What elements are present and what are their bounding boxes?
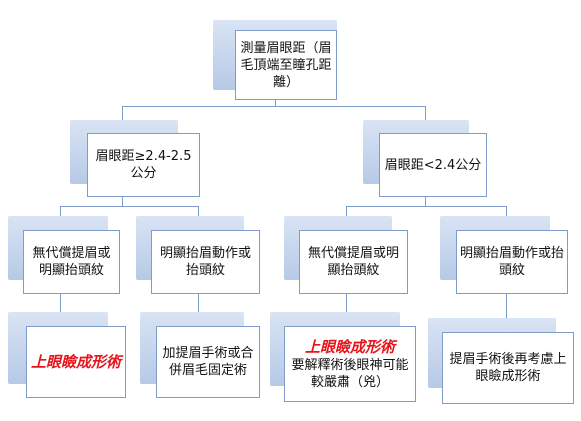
- level1-node-right-text: 眉眼距<2.4公分: [384, 157, 482, 173]
- level3-node-1-highlight: 上眼瞼成形術: [30, 352, 121, 371]
- level2-node-3-text: 無代償提眉或明顯抬頭紋: [307, 246, 399, 278]
- root-node: 測量眉眼距（眉毛頂端至瞳孔距離）: [213, 20, 337, 100]
- level2-node-2: 明顯抬眉動作或抬頭紋: [136, 216, 260, 294]
- level3-node-2: 加提眉手術或合併眉毛固定術: [140, 312, 260, 398]
- level3-node-4-text: 提眉手術後再考慮上眼瞼成形術: [449, 352, 567, 384]
- root-node-text: 測量眉眼距（眉毛頂端至瞳孔距離）: [240, 40, 332, 90]
- level3-node-2-text: 加提眉手術或合併眉毛固定術: [162, 346, 254, 378]
- level2-node-2-text: 明顯抬眉動作或抬頭紋: [159, 246, 251, 278]
- level3-node-1: 上眼瞼成形術: [8, 312, 126, 398]
- level1-node-left-text: 眉眼距≥2.4-2.5公分: [95, 149, 192, 181]
- level3-node-4: 提眉手術後再考慮上眼瞼成形術: [428, 318, 574, 404]
- level2-node-1-text: 無代償提眉或明顯抬頭紋: [32, 246, 111, 278]
- level2-node-1: 無代償提眉或明顯抬頭紋: [8, 216, 120, 294]
- level2-node-3: 無代償提眉或明顯抬頭紋: [284, 216, 408, 294]
- level1-node-right: 眉眼距<2.4公分: [363, 120, 487, 197]
- level3-node-3: 上眼瞼成形術 要解釋術後眼神可能較嚴肅（兇）: [270, 312, 416, 402]
- level3-node-3-highlight: 上眼瞼成形術: [304, 337, 395, 356]
- level2-node-4-text: 明顯抬眉動作或抬頭紋: [460, 246, 565, 278]
- level2-node-4: 明顯抬眉動作或抬頭紋: [440, 216, 568, 294]
- level3-node-3-text: 要解釋術後眼神可能較嚴肅（兇）: [291, 357, 409, 390]
- level1-node-left: 眉眼距≥2.4-2.5公分: [70, 120, 200, 197]
